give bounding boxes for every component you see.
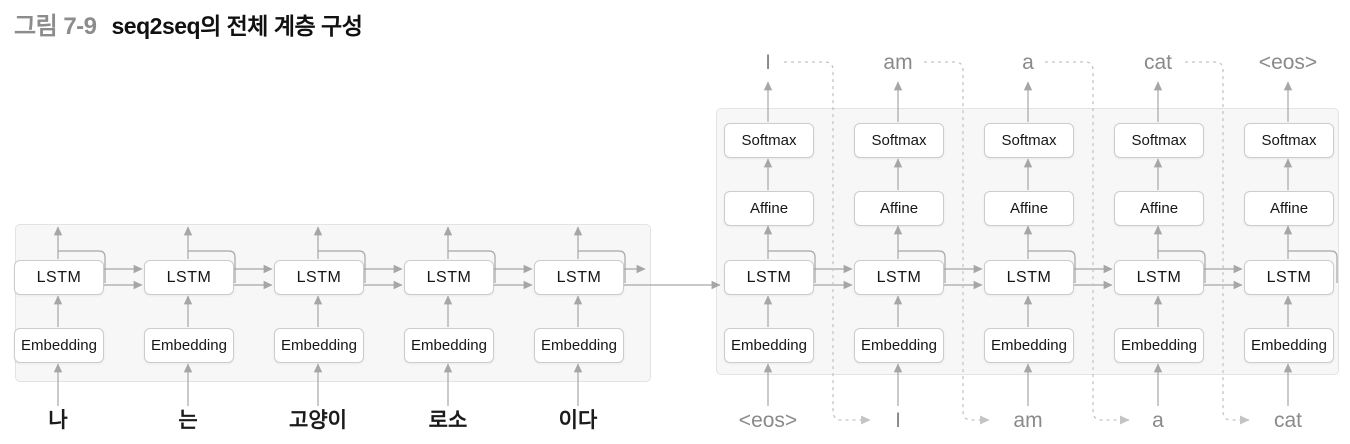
lstm-hidden-elbow <box>578 250 626 283</box>
encoder-lstm-box: LSTM <box>14 260 104 295</box>
decoder-output-label: <eos> <box>1258 51 1318 74</box>
lstm-hidden-elbow <box>1028 250 1076 283</box>
lstm-hidden-elbow <box>1288 250 1338 283</box>
lstm-hidden-elbow <box>58 250 106 283</box>
decoder-affine-box: Affine <box>724 191 814 226</box>
decoder-input-label: a <box>1152 409 1164 432</box>
encoder-embedding-box: Embedding <box>274 328 364 363</box>
sampled-word-feedback-dashed-arrow <box>1045 61 1130 425</box>
encoder-embedding-box: Embedding <box>534 328 624 363</box>
decoder-softmax-box: Softmax <box>984 123 1074 158</box>
encoder-embedding-box: Embedding <box>144 328 234 363</box>
decoder-affine-box: Affine <box>1114 191 1204 226</box>
decoder-lstm-box: LSTM <box>724 260 814 295</box>
encoder-input-label: 나 <box>48 409 68 432</box>
encoder-lstm-box: LSTM <box>534 260 624 295</box>
encoder-lstm-box: LSTM <box>144 260 234 295</box>
decoder-output-label: cat <box>1143 51 1173 74</box>
decoder-input-label: I <box>895 409 901 432</box>
encoder-input-label: 는 <box>178 409 198 432</box>
decoder-embedding-box: Embedding <box>984 328 1074 363</box>
decoder-lstm-box: LSTM <box>1114 260 1204 295</box>
figure-number: 그림 7-9 <box>14 13 97 40</box>
decoder-output-label: am <box>883 51 913 74</box>
sampled-word-feedback-dashed-arrow <box>1185 61 1250 425</box>
lstm-hidden-elbow <box>188 250 236 283</box>
decoder-softmax-box: Softmax <box>854 123 944 158</box>
encoder-input-label: 로소 <box>428 409 468 432</box>
decoder-input-label: am <box>1013 409 1043 432</box>
lstm-hidden-elbow <box>448 250 496 283</box>
decoder-lstm-box: LSTM <box>1244 260 1334 295</box>
encoder-lstm-box: LSTM <box>274 260 364 295</box>
decoder-output-label: a <box>1022 51 1034 74</box>
decoder-affine-box: Affine <box>1244 191 1334 226</box>
decoder-embedding-box: Embedding <box>1114 328 1204 363</box>
decoder-embedding-box: Embedding <box>854 328 944 363</box>
decoder-softmax-box: Softmax <box>1244 123 1334 158</box>
lstm-hidden-elbow <box>768 250 816 283</box>
figure-title: seq2seq의 전체 계층 구성 <box>111 13 363 39</box>
decoder-affine-box: Affine <box>854 191 944 226</box>
figure-caption: 그림 7-9 seq2seq의 전체 계층 구성 <box>14 6 363 41</box>
decoder-output-label: I <box>765 51 771 74</box>
decoder-lstm-box: LSTM <box>854 260 944 295</box>
decoder-softmax-box: Softmax <box>724 123 814 158</box>
lstm-hidden-elbow <box>1158 250 1206 283</box>
lstm-hidden-elbow <box>318 250 366 283</box>
sampled-word-feedback-dashed-arrow <box>924 61 990 425</box>
encoder-input-label: 이다 <box>558 409 598 432</box>
lstm-hidden-elbow <box>898 250 946 283</box>
decoder-affine-box: Affine <box>984 191 1074 226</box>
encoder-lstm-box: LSTM <box>404 260 494 295</box>
decoder-input-label: cat <box>1273 409 1303 432</box>
encoder-embedding-box: Embedding <box>404 328 494 363</box>
decoder-embedding-box: Embedding <box>1244 328 1334 363</box>
encoder-embedding-box: Embedding <box>14 328 104 363</box>
decoder-lstm-box: LSTM <box>984 260 1074 295</box>
decoder-embedding-box: Embedding <box>724 328 814 363</box>
encoder-input-label: 고양이 <box>289 409 347 432</box>
sampled-word-feedback-dashed-arrow <box>784 61 871 425</box>
decoder-input-label: <eos> <box>738 409 798 432</box>
decoder-softmax-box: Softmax <box>1114 123 1204 158</box>
